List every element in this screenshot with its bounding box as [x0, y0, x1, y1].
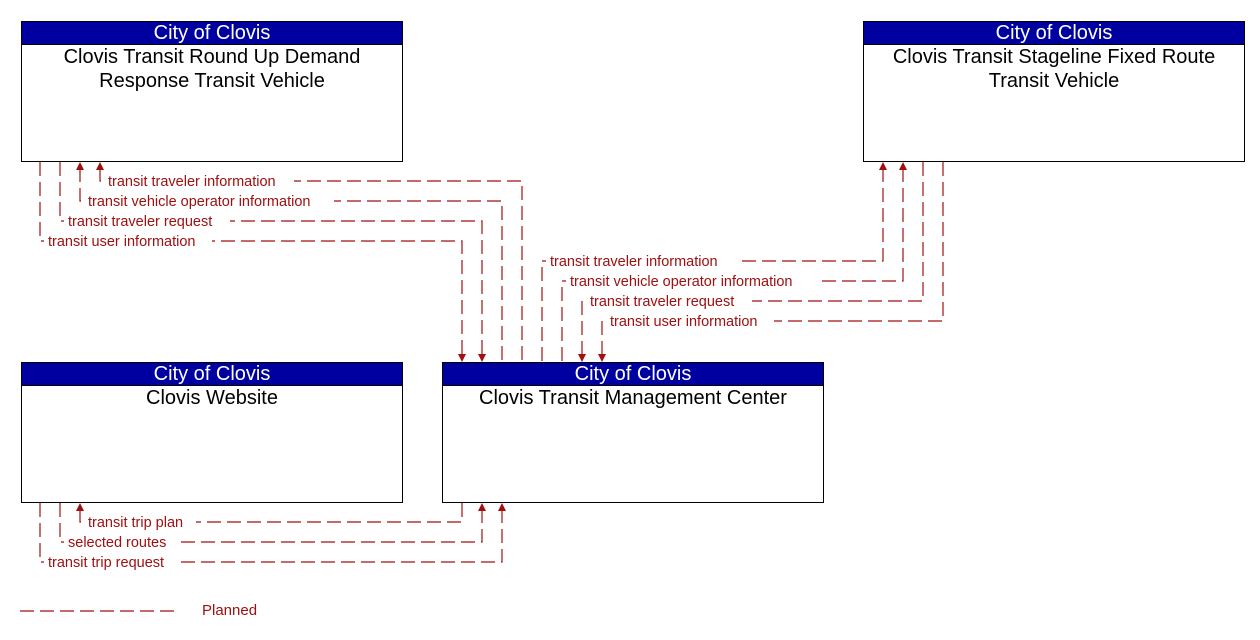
- node-title: Clovis Transit Round Up Demand Response …: [63, 46, 361, 92]
- flow-label: transit trip request: [48, 555, 164, 571]
- flow-label: transit traveler request: [68, 214, 212, 230]
- arrowhead-icon: [578, 354, 586, 362]
- flow-line[interactable]: [59, 503, 483, 543]
- arrowhead-icon: [478, 503, 486, 511]
- node-owner: City of Clovis: [443, 363, 823, 386]
- node-website[interactable]: City of Clovis Clovis Website: [21, 362, 403, 503]
- flow-line[interactable]: [79, 503, 463, 523]
- arrowhead-icon: [498, 503, 506, 511]
- flow-label: selected routes: [68, 535, 166, 551]
- flow-line[interactable]: [39, 162, 463, 356]
- arrowhead-icon: [478, 354, 486, 362]
- arrowhead-icon: [899, 162, 907, 170]
- node-stageline-vehicle[interactable]: City of Clovis Clovis Transit Stageline …: [863, 21, 1245, 162]
- flow-line[interactable]: [59, 162, 483, 356]
- flow-label: transit user information: [48, 234, 195, 250]
- node-owner: City of Clovis: [22, 22, 402, 45]
- flow-line[interactable]: [99, 168, 523, 362]
- node-owner: City of Clovis: [22, 363, 402, 386]
- flow-label: transit traveler information: [108, 174, 276, 190]
- arrowhead-icon: [879, 162, 887, 170]
- arrowhead-icon: [458, 354, 466, 362]
- flow-label: transit traveler request: [590, 294, 734, 310]
- arrowhead-icon: [76, 162, 84, 170]
- node-title: Clovis Website: [146, 387, 278, 409]
- arrowhead-icon: [598, 354, 606, 362]
- node-tmc[interactable]: City of Clovis Clovis Transit Management…: [442, 362, 824, 503]
- arrowhead-icon: [76, 503, 84, 511]
- flow-label: transit vehicle operator information: [570, 274, 792, 290]
- node-roundup-vehicle[interactable]: City of Clovis Clovis Transit Round Up D…: [21, 21, 403, 162]
- arrowhead-icon: [96, 162, 104, 170]
- node-title: Clovis Transit Stageline Fixed Route Tra…: [892, 46, 1216, 92]
- flow-label: transit trip plan: [88, 515, 183, 531]
- legend-planned-label: Planned: [202, 602, 258, 619]
- flow-label: transit user information: [610, 314, 757, 330]
- node-owner: City of Clovis: [864, 22, 1244, 45]
- flow-line[interactable]: [39, 503, 503, 563]
- node-title: Clovis Transit Management Center: [479, 387, 787, 409]
- flow-label: transit vehicle operator information: [88, 194, 310, 210]
- flow-line[interactable]: [581, 162, 924, 356]
- flow-label: transit traveler information: [550, 254, 718, 270]
